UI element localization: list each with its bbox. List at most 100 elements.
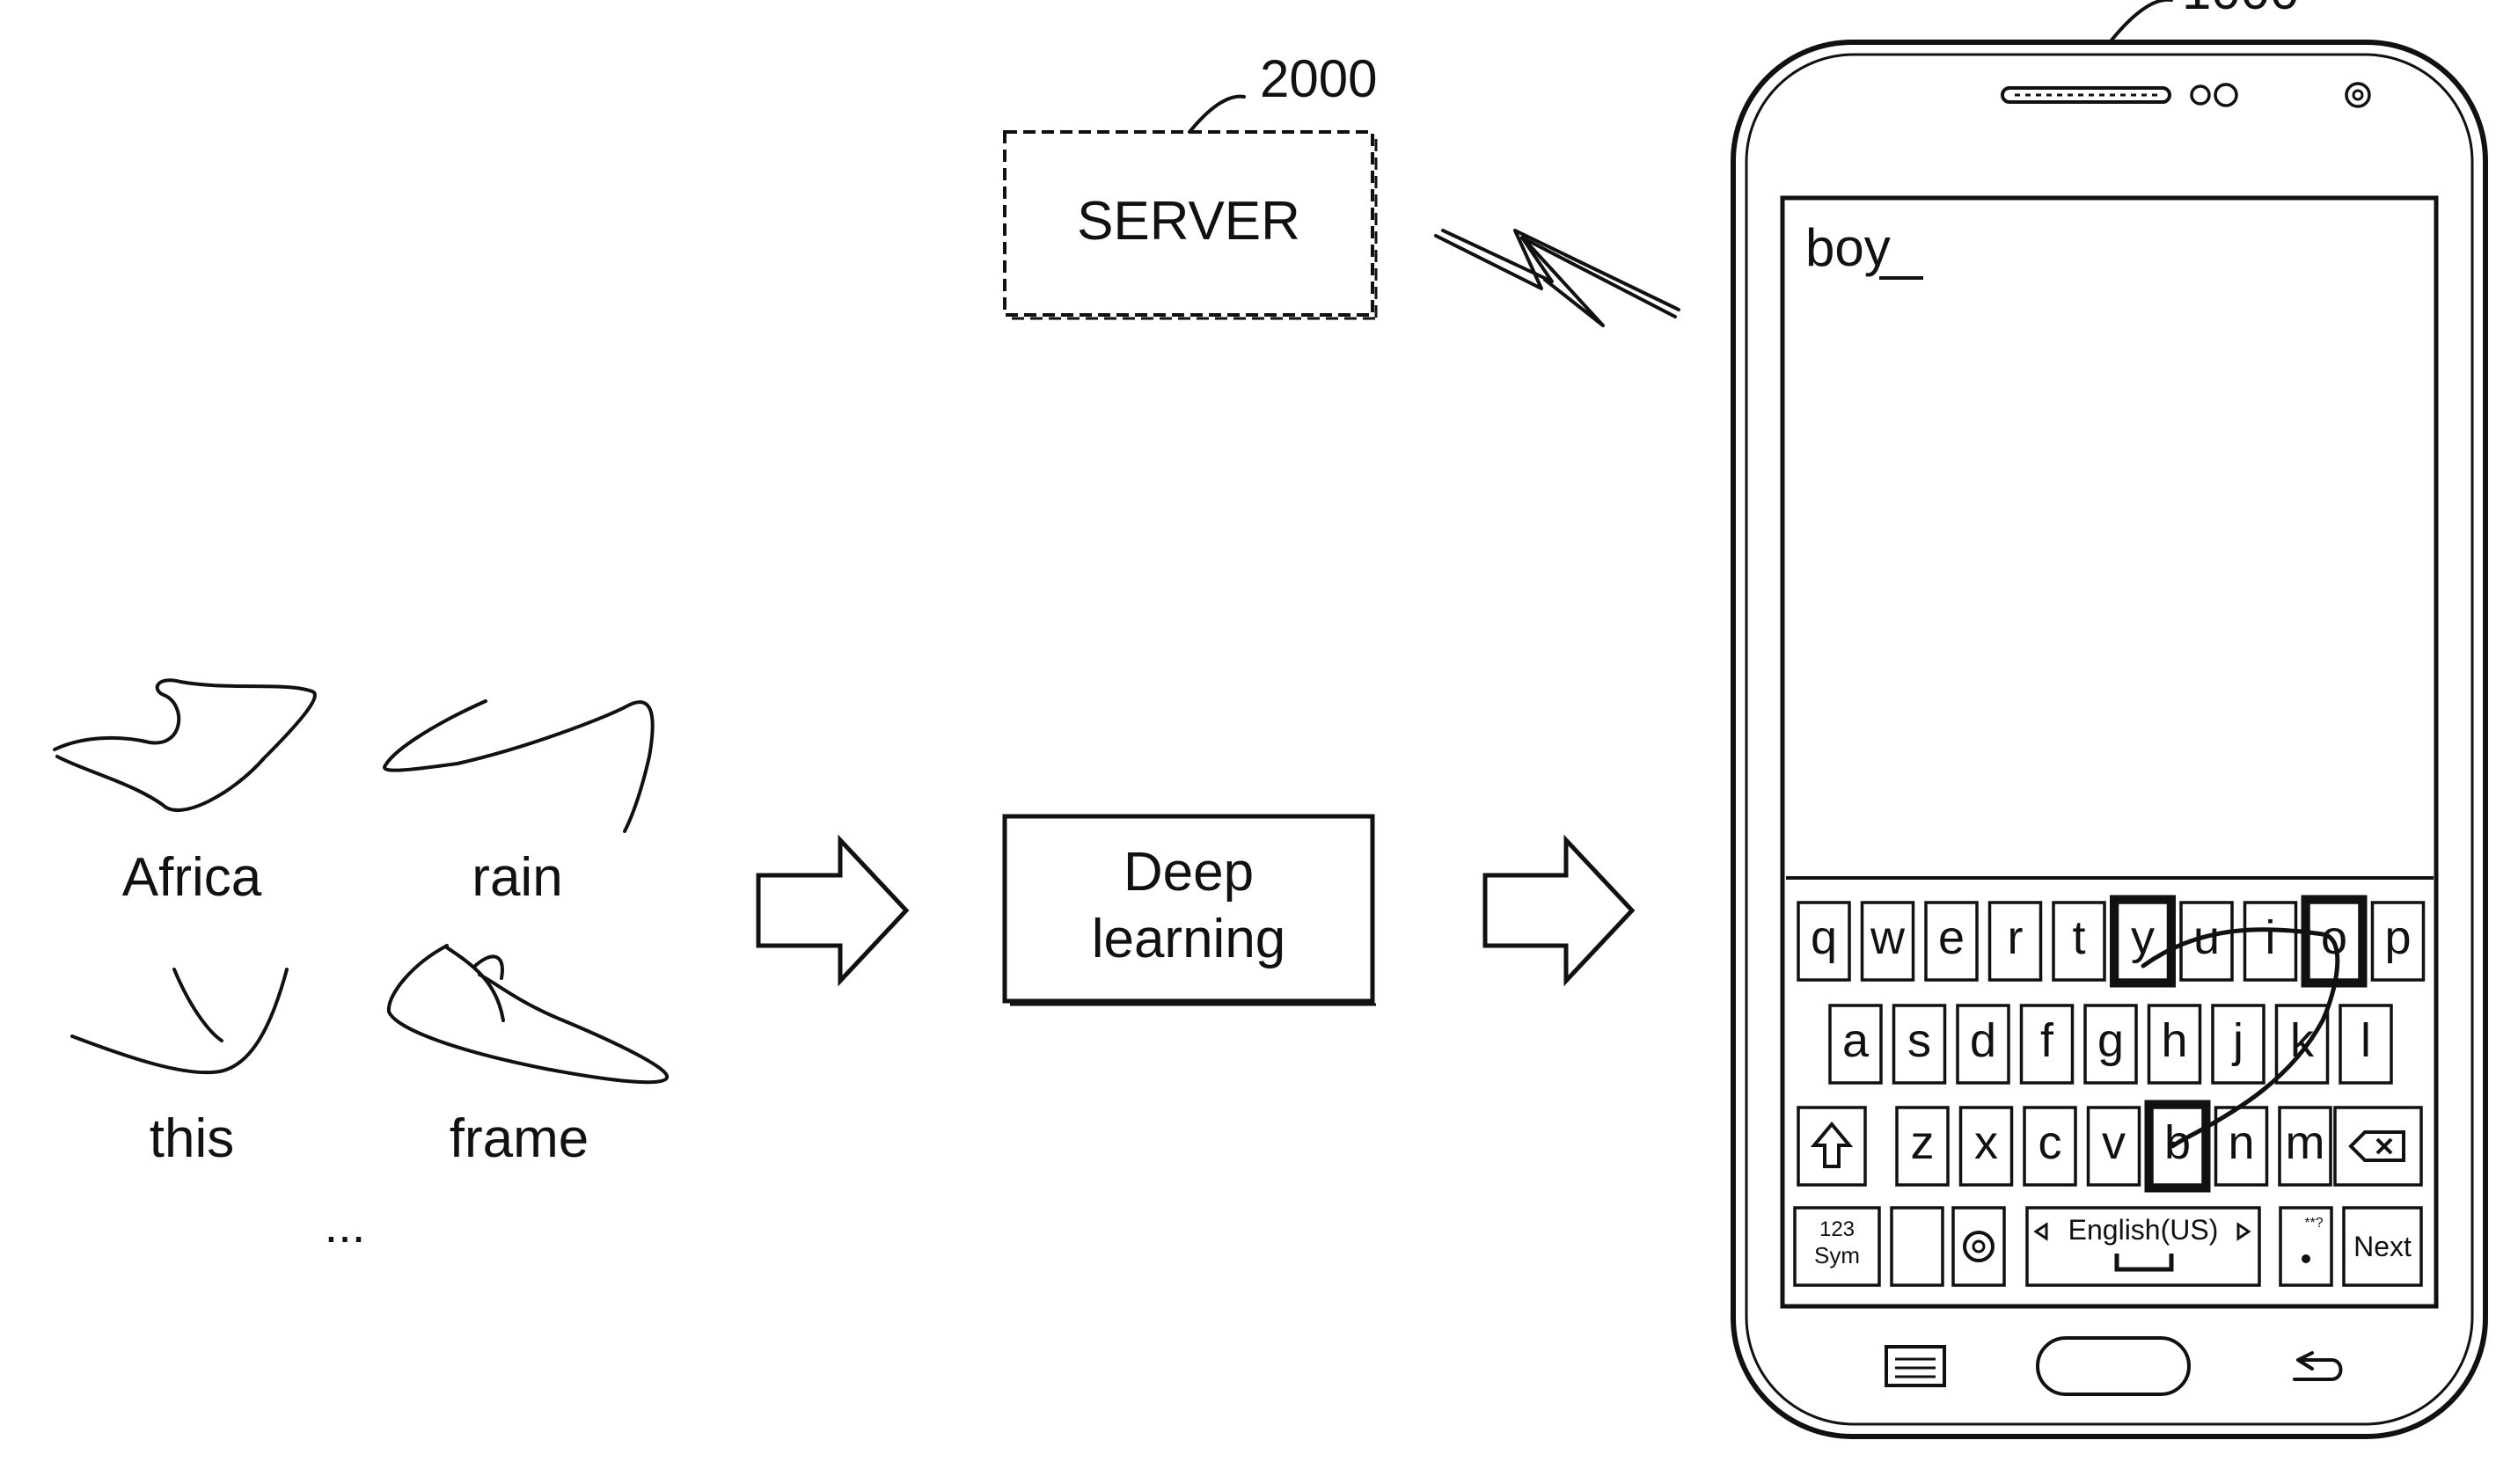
more-samples-ellipsis: ... bbox=[325, 1197, 366, 1253]
settings-key[interactable] bbox=[1951, 1206, 2006, 1287]
server-ref-leader bbox=[1188, 94, 1246, 134]
key-j[interactable]: j bbox=[2211, 1004, 2265, 1085]
light-sensor-icon bbox=[2214, 83, 2238, 107]
key-label-n: n bbox=[2228, 1116, 2254, 1169]
key-s[interactable]: s bbox=[1892, 1004, 1947, 1085]
key-label-v: v bbox=[2102, 1116, 2126, 1169]
key-label-i: i bbox=[2265, 911, 2276, 964]
period-key[interactable]: **? bbox=[2279, 1206, 2333, 1287]
gesture-trace-frame bbox=[386, 944, 670, 1085]
front-camera-icon bbox=[2345, 82, 2371, 108]
key-label-s: s bbox=[1907, 1014, 1931, 1067]
key-q[interactable]: q bbox=[1797, 901, 1851, 982]
language-next-icon bbox=[2236, 1222, 2251, 1241]
key-l[interactable]: l bbox=[2339, 1004, 2393, 1085]
key-b[interactable]: b bbox=[2144, 1100, 2211, 1193]
word-africa: Africa bbox=[122, 847, 262, 908]
next-key[interactable]: Next bbox=[2342, 1206, 2423, 1287]
key-label-w: w bbox=[1870, 911, 1906, 964]
deep-learning-line-1: Deep bbox=[1124, 842, 1254, 903]
key-g[interactable]: g bbox=[2083, 1004, 2138, 1085]
back-button-icon[interactable] bbox=[2293, 1351, 2343, 1381]
key-label-g: g bbox=[2097, 1014, 2124, 1067]
space-language-key[interactable]: English(US) bbox=[2025, 1206, 2261, 1287]
backspace-key[interactable] bbox=[2333, 1106, 2423, 1187]
key-label-q: q bbox=[1811, 911, 1837, 964]
menu-button-icon[interactable] bbox=[1885, 1345, 1946, 1387]
key-m[interactable]: m bbox=[2278, 1106, 2332, 1187]
key-w[interactable]: w bbox=[1860, 901, 1915, 982]
deep-learning-line-2: learning bbox=[1092, 909, 1286, 969]
key-d[interactable]: d bbox=[1956, 1004, 2010, 1085]
server-block: SERVER 2000 bbox=[1003, 49, 1378, 320]
server-ref-number: 2000 bbox=[1260, 49, 1377, 108]
key-label-t: t bbox=[2072, 911, 2085, 964]
mobile-device: 1000 boy qwertyuiopasdfghjklzxcvbnm123Sy… bbox=[1731, 0, 2488, 1439]
typed-text: boy bbox=[1805, 218, 1891, 277]
word-rain: rain bbox=[472, 847, 562, 908]
shift-arrow-icon bbox=[1810, 1121, 1854, 1168]
home-button[interactable] bbox=[2036, 1336, 2191, 1396]
settings-gear-icon bbox=[1963, 1231, 1995, 1262]
language-label: English(US) bbox=[2068, 1214, 2219, 1246]
key-p[interactable]: p bbox=[2370, 901, 2426, 982]
device-ref-leader bbox=[2108, 0, 2173, 44]
backspace-icon bbox=[2348, 1130, 2405, 1162]
arrow-samples-to-learning-icon bbox=[756, 834, 910, 987]
key-highlight-b bbox=[2144, 1100, 2211, 1193]
device-ref-number: 1000 bbox=[2182, 0, 2299, 20]
key-label-m: m bbox=[2286, 1116, 2325, 1169]
gesture-trace-africa bbox=[53, 678, 317, 812]
key-label-l: l bbox=[2361, 1014, 2371, 1067]
gesture-trace-this bbox=[70, 968, 289, 1075]
device-body bbox=[1731, 40, 2488, 1439]
key-label-j: j bbox=[2231, 1014, 2243, 1067]
key-v[interactable]: v bbox=[2086, 1106, 2141, 1187]
key-f[interactable]: f bbox=[2019, 1004, 2075, 1085]
blank-key[interactable] bbox=[1890, 1206, 1944, 1287]
key-t[interactable]: t bbox=[2052, 901, 2106, 982]
key-label-h: h bbox=[2161, 1014, 2187, 1067]
key-label-e: e bbox=[1938, 911, 1965, 964]
key-e[interactable]: e bbox=[1924, 901, 1979, 982]
key-y[interactable]: y bbox=[2110, 895, 2176, 988]
symbols-key-line-1: 123 bbox=[1819, 1217, 1855, 1241]
key-x[interactable]: x bbox=[1958, 1106, 2014, 1187]
key-c[interactable]: c bbox=[2023, 1106, 2077, 1187]
key-z[interactable]: z bbox=[1895, 1106, 1950, 1187]
key-label-o: o bbox=[2321, 911, 2347, 964]
word-frame: frame bbox=[450, 1108, 589, 1169]
wireless-link-icon bbox=[1434, 229, 1680, 327]
swipe-trace bbox=[2141, 927, 2340, 1149]
period-dot-icon bbox=[2302, 1254, 2310, 1263]
key-h[interactable]: h bbox=[2147, 1004, 2202, 1085]
shift-key[interactable] bbox=[1797, 1106, 1867, 1187]
earpiece-speaker-icon bbox=[2001, 86, 2171, 104]
space-bar-icon bbox=[2114, 1254, 2174, 1272]
key-r[interactable]: r bbox=[1987, 901, 2043, 982]
arrow-learning-to-device-icon bbox=[1482, 834, 1636, 987]
next-key-label: Next bbox=[2353, 1231, 2412, 1262]
server-box bbox=[1003, 130, 1374, 317]
gesture-trace-rain bbox=[382, 699, 655, 833]
key-label-f: f bbox=[2040, 1014, 2054, 1067]
word-this: this bbox=[150, 1108, 234, 1169]
key-i[interactable]: i bbox=[2243, 901, 2298, 982]
key-label-d: d bbox=[1970, 1014, 1996, 1067]
language-prev-icon bbox=[2033, 1222, 2048, 1241]
key-a[interactable]: a bbox=[1828, 1004, 1883, 1085]
training-samples: Africa rain this frame ... bbox=[53, 678, 670, 1253]
key-label-r: r bbox=[2008, 911, 2024, 964]
key-label-y: y bbox=[2131, 911, 2155, 964]
key-label-p: p bbox=[2384, 911, 2411, 964]
server-label: SERVER bbox=[1077, 191, 1300, 252]
key-label-c: c bbox=[2039, 1116, 2062, 1169]
key-label-x: x bbox=[1974, 1116, 1998, 1169]
key-label-z: z bbox=[1911, 1116, 1935, 1169]
key-label-a: a bbox=[1842, 1014, 1870, 1067]
deep-learning-block: Deep learning bbox=[1002, 814, 1376, 1006]
proximity-sensor-icon bbox=[2190, 84, 2211, 106]
